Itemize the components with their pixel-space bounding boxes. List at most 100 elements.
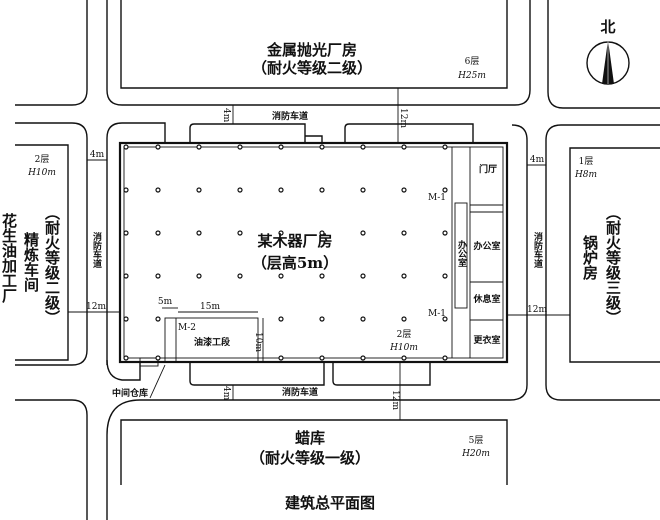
dim-right-gap: 12m: [527, 305, 547, 315]
dim-paint-offset: 5m: [158, 297, 173, 307]
dim-bottom-lane: 4m: [221, 386, 231, 401]
column-marker: [155, 230, 161, 236]
column-marker: [360, 144, 366, 150]
door-m1-bottom: M-1: [428, 309, 446, 319]
column-marker: [401, 316, 407, 322]
bottom-building-floors: 5层: [469, 435, 484, 446]
left-building-floors: 2层: [35, 154, 50, 165]
room-locker: 更衣室: [473, 334, 500, 346]
column-marker: [319, 144, 325, 150]
column-marker: [360, 316, 366, 322]
main-building-height: H10m: [389, 343, 418, 353]
column-marker: [278, 355, 284, 361]
dim-paint-depth: 10m: [253, 332, 263, 352]
top-building-name: 金属抛光厂房: [266, 41, 357, 59]
left-building-rating: （耐火等级二级）: [43, 205, 61, 325]
column-marker: [442, 273, 448, 279]
bottom-building-name: 蜡库: [295, 429, 325, 447]
column-marker: [401, 355, 407, 361]
column-marker: [155, 316, 161, 322]
caption: 建筑总平面图: [285, 494, 375, 512]
top-building-floors: 6层: [465, 56, 480, 67]
column-marker: [278, 273, 284, 279]
main-building-floors: 2层: [397, 329, 412, 340]
dim-bottom-gap: 12m: [390, 390, 400, 410]
column-marker: [442, 230, 448, 236]
column-marker: [123, 144, 129, 150]
building-bottom-outline: [120, 419, 508, 485]
top-building-rating: （耐火等级二级）: [252, 59, 372, 77]
column-marker: [360, 230, 366, 236]
left-building-name: 花生油加工厂: [0, 212, 18, 304]
building-left-outline: [15, 144, 69, 361]
column-marker: [123, 273, 129, 279]
fire-lane-right-label: 消防车道: [532, 231, 543, 269]
bottom-building-height: H20m: [461, 449, 490, 459]
column-marker: [319, 355, 325, 361]
right-building-rating: （耐火等级三级）: [604, 205, 622, 325]
dim-left-lane: 4m: [90, 150, 105, 160]
fire-lane-top-label: 消防车道: [272, 110, 308, 122]
top-building-height: H25m: [457, 71, 486, 81]
column-marker: [155, 355, 161, 361]
room-office-inner: 办公室: [456, 239, 467, 267]
column-marker: [319, 230, 325, 236]
column-marker: [196, 230, 202, 236]
column-marker: [155, 273, 161, 279]
dim-top-gap: 12m: [398, 108, 408, 128]
fire-lane-bottom-label: 消防车道: [282, 386, 318, 398]
building-top-outline: [120, 0, 508, 89]
column-marker: [319, 187, 325, 193]
column-marker: [278, 316, 284, 322]
column-marker: [237, 187, 243, 193]
room-rest: 休息室: [472, 293, 500, 305]
dimension-lines: [68, 88, 570, 420]
main-building-sub: （层高5m）: [252, 254, 338, 272]
north-arrow: 北: [586, 18, 630, 85]
column-marker: [442, 144, 448, 150]
door-m2: M-2: [178, 323, 196, 333]
column-marker: [401, 273, 407, 279]
column-marker: [278, 187, 284, 193]
road-network: [15, 0, 660, 520]
column-marker: [360, 355, 366, 361]
right-building-floors: 1层: [579, 156, 594, 167]
column-marker: [319, 316, 325, 322]
left-building-height: H10m: [27, 168, 56, 178]
dim-right-lane: 4m: [530, 155, 545, 165]
building-right-outline: [569, 147, 660, 363]
column-marker: [278, 144, 284, 150]
fire-lane-left-label: 消防车道: [91, 231, 102, 269]
right-building-height: H8m: [574, 170, 597, 180]
column-marker: [237, 273, 243, 279]
column-marker: [442, 316, 448, 322]
column-marker: [360, 273, 366, 279]
column-marker: [401, 144, 407, 150]
column-marker: [442, 187, 448, 193]
left-building-sub: 精炼车间: [22, 231, 40, 293]
column-marker: [319, 273, 325, 279]
bottom-building-rating: （耐火等级一级）: [250, 449, 370, 467]
north-label: 北: [600, 18, 615, 36]
column-marker: [442, 355, 448, 361]
dim-left-gap: 12m: [86, 302, 106, 312]
column-marker: [237, 230, 243, 236]
column-marker: [155, 187, 161, 193]
dim-paint-width: 15m: [200, 302, 220, 312]
main-building: [118, 141, 509, 367]
column-marker: [196, 187, 202, 193]
room-storage: 中间仓库: [112, 387, 148, 399]
column-marker: [237, 144, 243, 150]
column-marker: [278, 230, 284, 236]
main-building-name: 某木器厂房: [257, 232, 332, 250]
column-marker: [123, 230, 129, 236]
room-paint: 油漆工段: [194, 336, 231, 348]
door-m1-top: M-1: [428, 193, 446, 203]
fire-lane-bottom: [189, 362, 431, 386]
room-lobby: 门厅: [479, 163, 497, 175]
column-marker: [196, 144, 202, 150]
fire-lane-top: [189, 123, 474, 143]
right-building-name: 锅炉房: [581, 234, 599, 281]
room-office: 办公室: [473, 240, 500, 252]
